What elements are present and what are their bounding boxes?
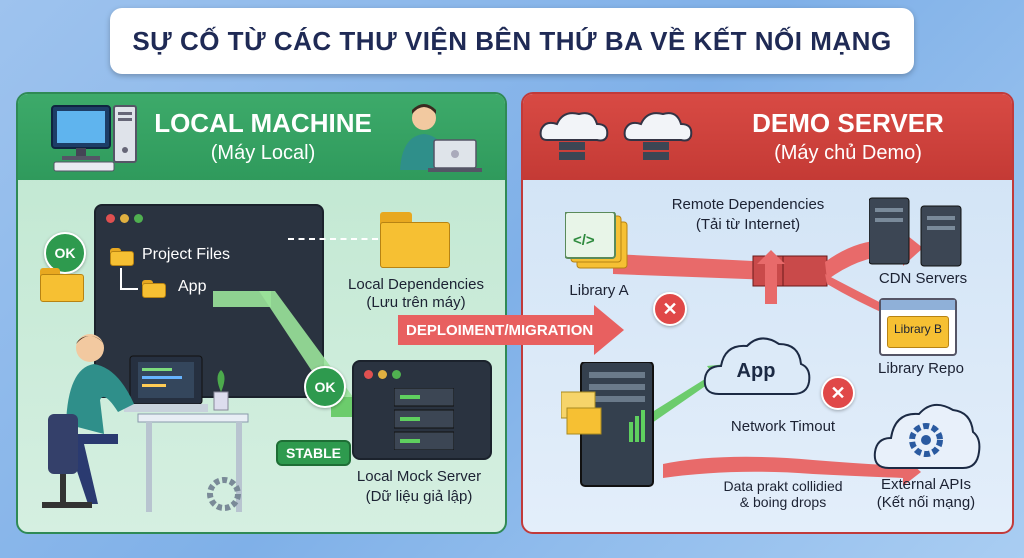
deployment-arrow: DEPLOIMENT/MIGRATION	[398, 315, 594, 345]
remote-dependencies-label: Remote Dependencies	[671, 196, 825, 213]
deployment-label: DEPLOIMENT/MIGRATION	[406, 321, 594, 339]
developer-desk-icon	[42, 334, 249, 512]
app-cloud-label: App	[736, 360, 776, 382]
library-repo-label: Library Repo	[878, 360, 964, 377]
local-mock-server-label: Local Mock Server	[356, 468, 482, 485]
project-files-label: Project Files	[142, 246, 231, 263]
cdn-servers-label: CDN Servers	[878, 270, 968, 287]
local-machine-subtitle: (Máy Local)	[210, 142, 316, 164]
local-machine-title: LOCAL MACHINE	[154, 108, 372, 138]
title-bar: SỰ CỐ TỪ CÁC THƯ VIỆN BÊN THỨ BA VỀ KẾT …	[110, 8, 914, 74]
library-a-icon	[565, 212, 628, 269]
cdn-servers-icon	[869, 197, 962, 267]
stable-badge: STABLE	[276, 440, 351, 466]
demo-server-tower-icon	[561, 362, 654, 487]
local-dependencies-sublabel: (Lưu trên máy)	[366, 294, 466, 311]
network-timeout-label: Network Timout	[730, 418, 836, 435]
local-mock-server-window	[352, 360, 492, 460]
server-rack-icon	[394, 388, 454, 450]
local-mock-server-sublabel: (Dữ liệu giả lập)	[365, 488, 473, 505]
app-folder-icon	[142, 280, 166, 298]
local-machine-panel: LOCAL MACHINE (Máy Local) OK Project Fil…	[16, 92, 507, 534]
cloud-server-icons	[539, 112, 693, 160]
external-apis-cloud-icon	[873, 403, 981, 469]
project-folder-icon	[110, 248, 134, 266]
desktop-computer-icon	[51, 105, 137, 172]
data-drop-label-1: Data prakt collidied	[723, 478, 843, 494]
person-laptop-icon	[400, 104, 482, 172]
local-dependencies-folder-icon	[380, 212, 450, 268]
demo-server-title: DEMO SERVER	[752, 108, 944, 138]
app-cloud-icon	[703, 337, 811, 395]
ok-badge-left: OK	[44, 232, 86, 274]
library-a-label: Library A	[569, 282, 629, 299]
page-title: SỰ CỐ TỪ CÁC THƯ VIỆN BÊN THỨ BA VỀ KẾT …	[132, 25, 892, 56]
data-drop-label-2: & boing drops	[739, 494, 827, 510]
folder-icon-left	[40, 268, 84, 302]
app-label: App	[178, 278, 207, 295]
library-repo-window: Library B	[879, 298, 957, 356]
local-dependencies-label: Local Dependencies	[348, 276, 484, 293]
library-a-code-label: </>	[573, 232, 595, 249]
ok-badge-server: OK	[304, 366, 346, 408]
external-apis-sublabel: (Kết nối mạng)	[876, 494, 976, 511]
deployment-arrow-head	[594, 305, 624, 355]
external-apis-label: External APIs	[880, 476, 972, 493]
demo-server-subtitle: (Máy chủ Demo)	[774, 142, 922, 164]
error-icon-library: ✕	[653, 292, 687, 326]
demo-server-panel: DEMO SERVER (Máy chủ Demo) Remote Depend…	[521, 92, 1014, 534]
green-flow-arrow	[213, 291, 373, 427]
remote-dependencies-sublabel: (Tải từ Internet)	[695, 216, 801, 233]
error-icon-network: ✕	[821, 376, 855, 410]
library-b-label: Library B	[893, 322, 943, 336]
